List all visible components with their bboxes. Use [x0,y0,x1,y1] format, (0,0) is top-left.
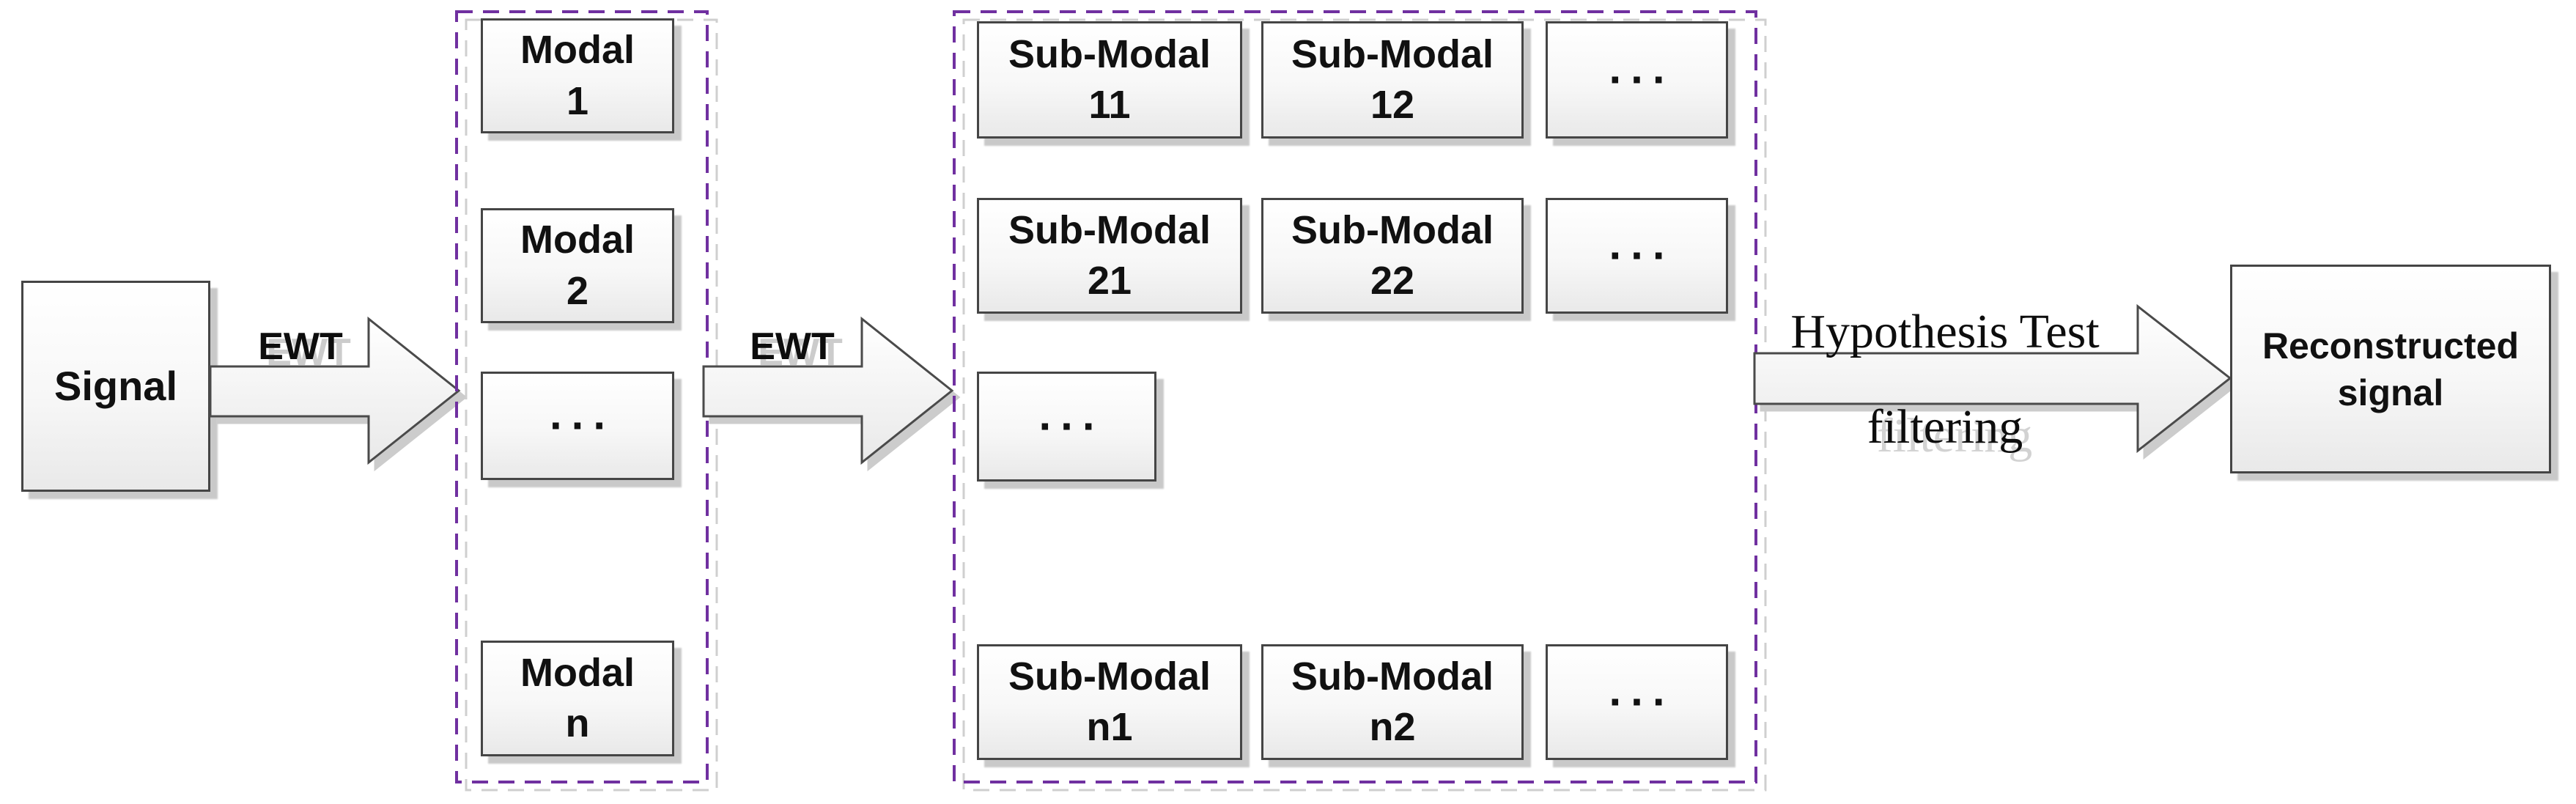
submodal-12-label-line1: Sub-Modal [1291,32,1494,76]
submodal-group-border [953,10,1757,783]
signal-label: Signal [53,363,178,410]
submodal-22-label-line2: 22 [1370,259,1415,303]
hypothesis-test-label: Hypothesis Test [1790,305,2100,358]
submodal-row3-ellipsis-box: ... [977,372,1156,482]
submodal-11-label-line2: 11 [1088,83,1131,127]
submodal-row4-ellipsis-label: ... [1609,665,1675,715]
submodal-22-label-line1: Sub-Modal [1291,207,1494,252]
submodal-row3-ellipsis-label: ... [1038,390,1104,440]
submodal-21-box: Sub-Modal 21 [977,198,1242,314]
submodal-n1-box: Sub-Modal n1 [977,644,1242,760]
submodal-row2-ellipsis-label: ... [1609,219,1675,269]
reconstructed-label-line2: signal [2337,372,2444,413]
submodal-12-label-line2: 12 [1370,83,1415,127]
submodal-n2-label-line2: n2 [1369,705,1416,749]
modal-1-label-line2: 1 [566,78,589,123]
submodal-11-box: Sub-Modal 11 [977,21,1242,139]
reconstructed-signal-node: Reconstructed signal [2230,265,2551,473]
modal-n-label-line2: n [565,701,590,745]
submodal-21-label-line1: Sub-Modal [1008,207,1211,252]
submodal-row1-ellipsis-label: ... [1609,43,1675,93]
submodal-row2-ellipsis-box: ... [1546,198,1728,314]
ewt-arrow-2 [702,316,961,472]
modal-1-label-line1: Modal [520,28,635,73]
submodal-group-border-shadow [962,18,1767,792]
submodal-21-label-line2: 21 [1087,259,1132,303]
reconstructed-label-line1: Reconstructed [2262,325,2520,366]
submodal-n1-label-line2: n1 [1086,705,1133,749]
ewt-arrow-2-label: EWT [750,325,835,368]
hypothesis-filtering-arrow [1753,303,2239,460]
modal-2-box: Modal 2 [481,208,674,323]
modal-ellipsis-label: ... [549,389,615,439]
modal-n-box: Modal n [481,641,674,756]
submodal-row4-ellipsis-box: ... [1546,644,1728,760]
ewt-arrow-1-label: EWT [258,325,343,368]
submodal-row1-ellipsis-box: ... [1546,21,1728,139]
signal-node: Signal [21,281,210,492]
submodal-n1-label-line1: Sub-Modal [1008,654,1211,698]
modal-2-label-line1: Modal [520,218,635,262]
submodal-n2-box: Sub-Modal n2 [1261,644,1524,760]
submodal-n2-label-line1: Sub-Modal [1291,654,1494,698]
modal-ellipsis-box: ... [481,372,674,480]
submodal-12-box: Sub-Modal 12 [1261,21,1524,139]
filtering-label: filtering [1867,400,2023,454]
modal-n-label-line1: Modal [520,650,635,695]
hypothesis-arrow-shape [1753,303,2232,454]
submodal-11-label-line1: Sub-Modal [1008,32,1211,76]
ewt-arrow-1-shape [209,316,461,465]
modal-1-box: Modal 1 [481,18,674,133]
ewt-arrow-2-shape [702,316,954,465]
modal-2-label-line2: 2 [566,268,589,313]
submodal-22-box: Sub-Modal 22 [1261,198,1524,314]
ewt-arrow-1 [209,316,468,472]
submodal-group-container [953,10,1767,792]
